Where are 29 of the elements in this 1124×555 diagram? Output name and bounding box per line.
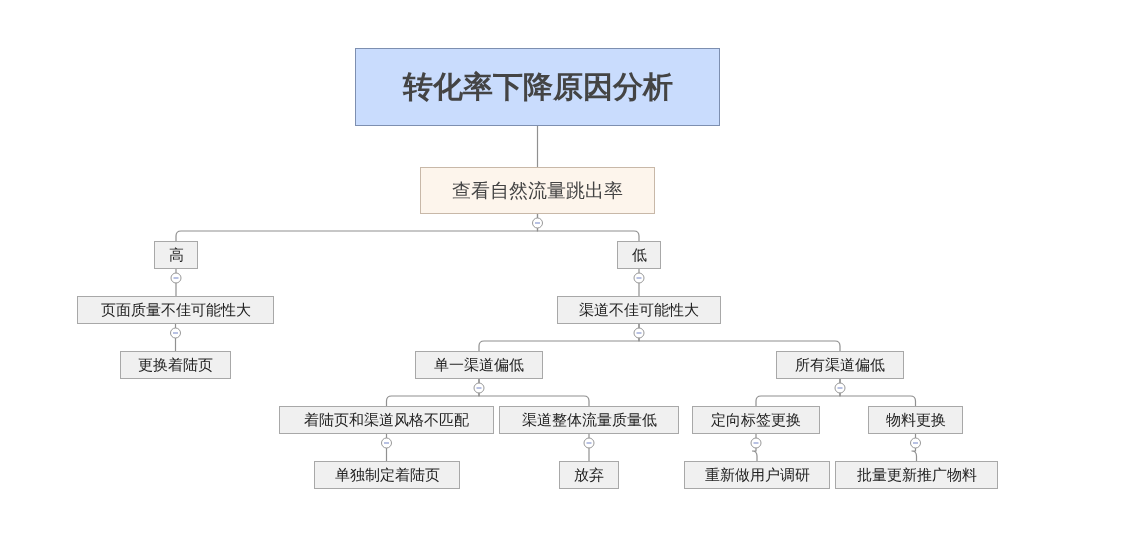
branch-box: 放弃 (559, 461, 619, 489)
branch-box: 物料更换 (868, 406, 963, 434)
topic-box: 转化率下降原因分析 (355, 48, 720, 126)
branch-box: 所有渠道偏低 (776, 351, 904, 379)
branch-box: 查看自然流量跳出率 (420, 167, 655, 214)
branch-box: 批量更新推广物料 (835, 461, 998, 489)
connector-line (174, 323, 177, 352)
branch-box: 高 (154, 241, 198, 269)
branch-box: 单独制定着陆页 (314, 461, 460, 489)
connector-line (638, 323, 841, 352)
connector-line (385, 433, 388, 462)
connector-line (751, 433, 758, 462)
branch-box: 渠道整体流量质量低 (499, 406, 679, 434)
branch-box: 渠道不佳可能性大 (557, 296, 721, 324)
connector-line (910, 433, 918, 462)
branch-box: 重新做用户调研 (684, 461, 830, 489)
connector-line (175, 268, 177, 297)
connector-line (588, 433, 590, 462)
connector-line (638, 268, 640, 297)
branch-box: 低 (617, 241, 661, 269)
branch-box: 着陆页和渠道风格不匹配 (279, 406, 494, 434)
branch-box: 页面质量不佳可能性大 (77, 296, 274, 324)
connector-line (478, 378, 590, 407)
branch-box: 定向标签更换 (692, 406, 820, 434)
branch-box: 更换着陆页 (120, 351, 231, 379)
connector-line (536, 125, 539, 168)
connector-line (536, 213, 640, 242)
connector-line (839, 378, 917, 407)
branch-box: 单一渠道偏低 (415, 351, 543, 379)
